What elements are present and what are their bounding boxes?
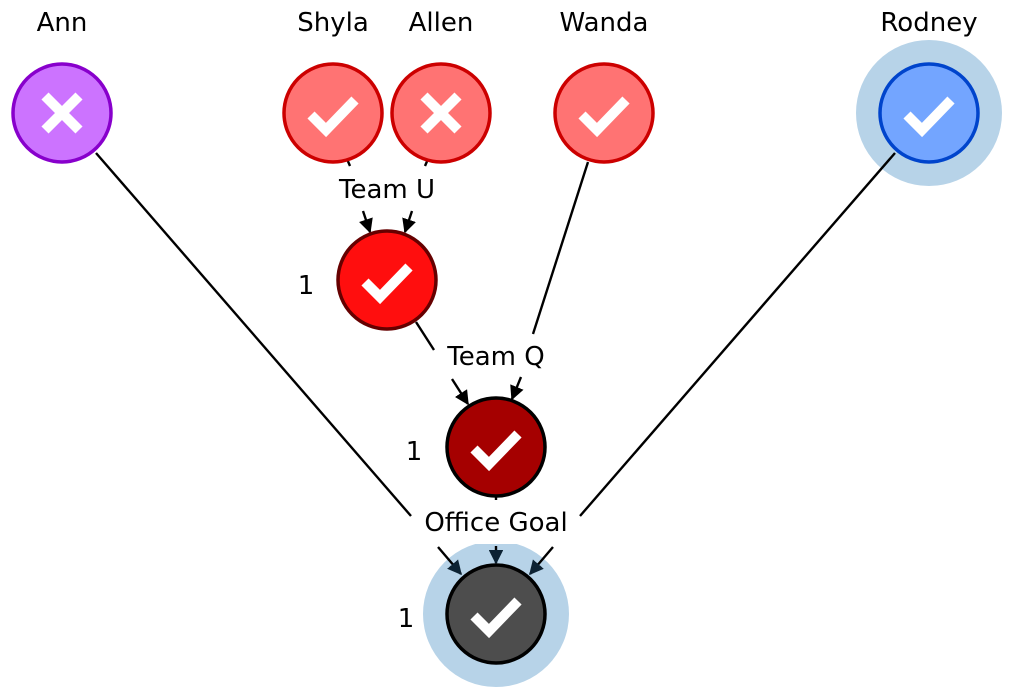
edge-rodney-to-office-goal-tail — [529, 546, 554, 576]
check-icon — [361, 263, 413, 305]
office-goal-count: 1 — [398, 604, 415, 634]
team-u-label-bg — [330, 168, 444, 208]
node-team-q-circle — [445, 396, 547, 498]
node-shyla[interactable] — [282, 62, 384, 164]
office-goal-label: Office Goal — [424, 508, 567, 538]
node-rodney[interactable] — [878, 62, 980, 164]
node-office-goal[interactable] — [445, 563, 547, 665]
edge-allen-to-team-u-tail — [402, 210, 416, 234]
person-label-rodney: Rodney — [880, 8, 977, 38]
edge-ann-to-office-goal — [95, 152, 412, 517]
person-label-shyla: Shyla — [297, 8, 369, 38]
person-label-wanda: Wanda — [560, 8, 649, 38]
cross-icon — [420, 92, 462, 134]
team-u-label: Team U — [338, 175, 435, 205]
team-q-label-bg — [438, 336, 554, 376]
node-allen[interactable] — [390, 62, 492, 164]
check-icon — [903, 96, 955, 138]
check-icon — [578, 96, 630, 138]
cross-icon — [41, 92, 83, 134]
node-wanda[interactable] — [553, 62, 655, 164]
team-u-count: 1 — [298, 271, 315, 301]
node-wanda-circle — [553, 62, 655, 164]
check-icon — [307, 96, 359, 138]
node-team-u-circle — [336, 229, 438, 331]
edge-ann-to-office-goal-tail — [437, 546, 462, 576]
edges — [95, 152, 896, 576]
team-q-label: Team Q — [446, 342, 544, 372]
edge-shyla-to-team-u-tail — [359, 210, 373, 234]
edge-wanda-to-team-q-tail — [510, 376, 524, 401]
node-shyla-circle — [282, 62, 384, 164]
check-icon — [470, 430, 522, 472]
node-team-u[interactable] — [336, 229, 438, 331]
edge-wanda-to-team-q — [531, 161, 590, 335]
edge-team-u-to-team-q — [414, 321, 436, 351]
edge-team-u-to-team-q-tail — [450, 378, 470, 406]
check-icon — [470, 597, 522, 639]
edge-rodney-to-office-goal — [579, 152, 896, 517]
node-team-q[interactable] — [445, 396, 547, 498]
node-office-goal-circle — [445, 563, 547, 665]
team-q-count: 1 — [406, 437, 423, 467]
office-goal-label-bg — [414, 502, 578, 544]
node-rodney-circle — [878, 62, 980, 164]
node-ann[interactable] — [11, 62, 113, 164]
person-label-ann: Ann — [37, 8, 88, 38]
person-label-allen: Allen — [409, 8, 474, 38]
